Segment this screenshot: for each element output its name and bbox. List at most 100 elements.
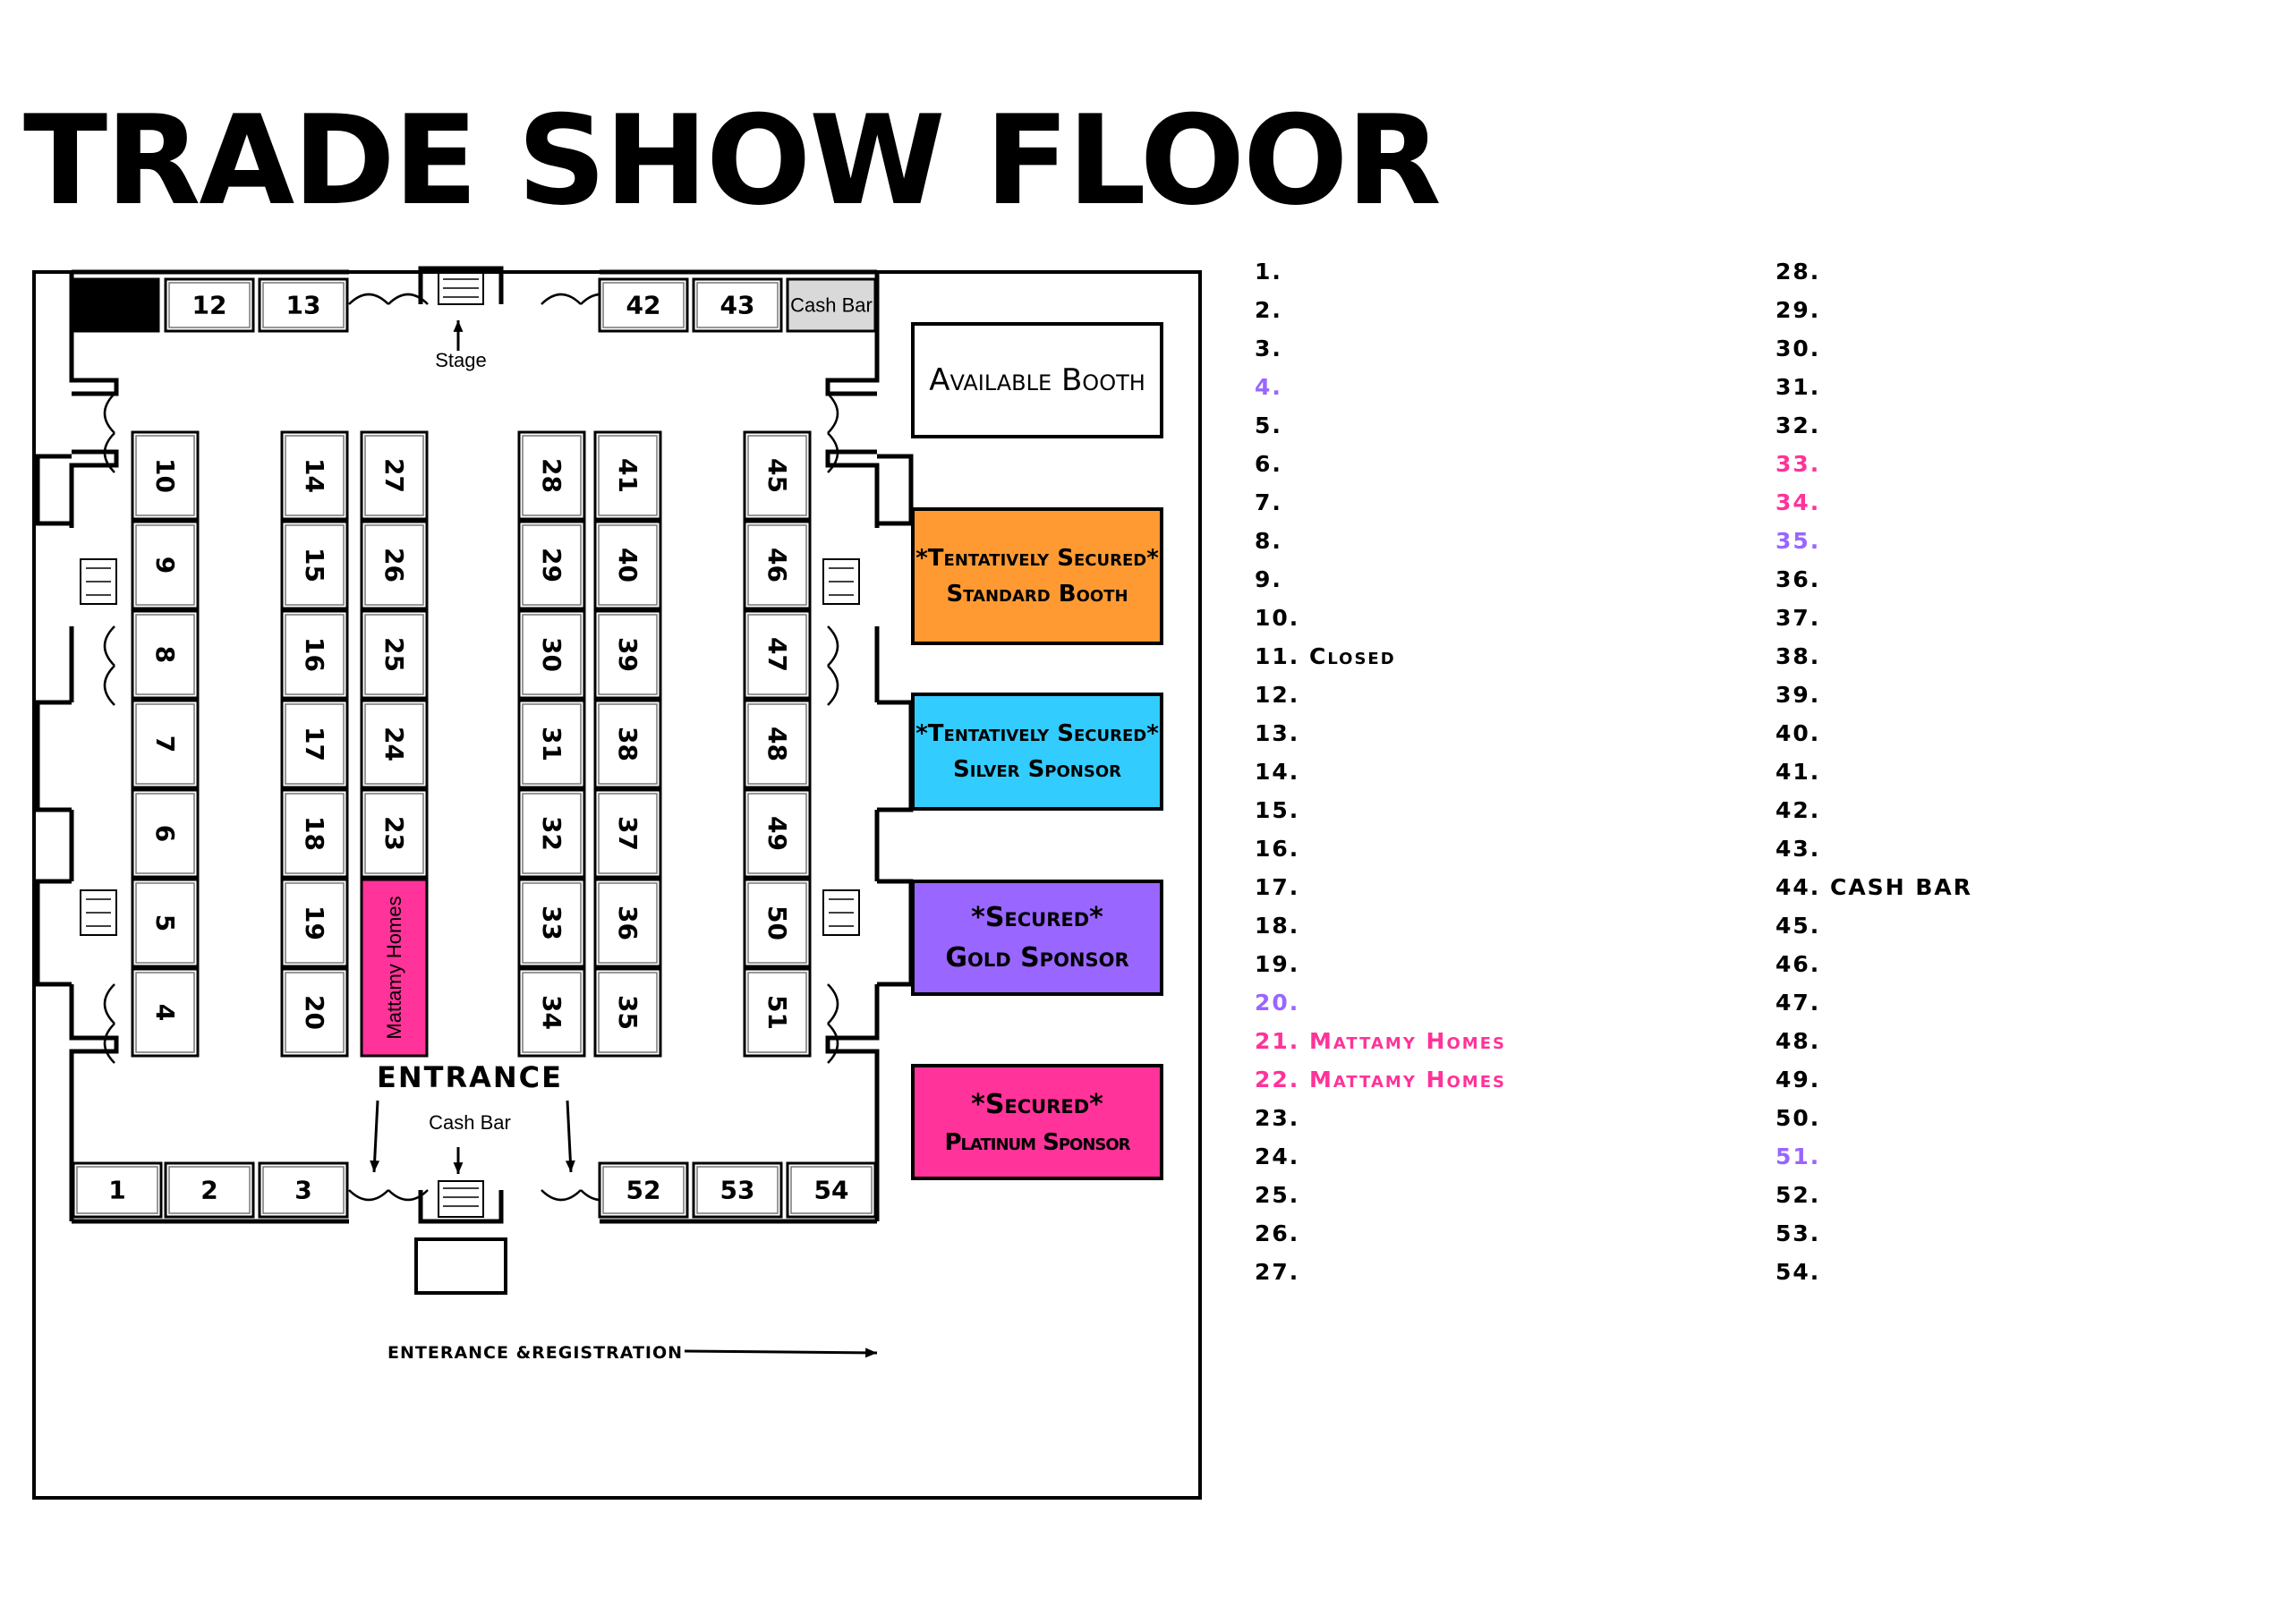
booth-42-label: 42 — [626, 291, 661, 320]
booth-15-rect — [280, 520, 349, 610]
booth-list-item: 48. — [1775, 1028, 1821, 1054]
west-annex-0 — [35, 454, 72, 526]
booth-5-label: 5 — [150, 914, 180, 931]
booth-13-rect — [258, 277, 349, 333]
booth-23: 23 — [360, 788, 429, 879]
booth-11-closed — [72, 277, 160, 333]
booth-48-label: 48 — [762, 727, 792, 761]
booth-53: 53 — [692, 1161, 783, 1219]
booth-39-rect — [593, 609, 662, 700]
booth-37-rect — [593, 788, 662, 879]
booth-10-label: 10 — [150, 458, 180, 493]
booth-3-label: 3 — [294, 1176, 311, 1205]
booth-26: 26 — [360, 520, 429, 610]
booth-53-label: 53 — [720, 1176, 755, 1205]
booth-list-item: 46. — [1775, 951, 1821, 977]
booth-28-inner — [522, 435, 582, 516]
booth-31: 31 — [517, 699, 586, 789]
booth-15: 15 — [280, 520, 349, 610]
booth-list-item: 26. — [1255, 1220, 1300, 1246]
booth-list-item: 37. — [1775, 605, 1821, 631]
booth-16-inner — [285, 614, 345, 695]
booth-14-rect — [280, 430, 349, 521]
booth-13-inner — [262, 282, 345, 328]
booth-19-rect — [280, 878, 349, 968]
booth-1-rect — [72, 1161, 163, 1219]
booth-26-inner — [364, 524, 424, 606]
booth-5: 5 — [131, 878, 200, 968]
booth-51-inner — [747, 972, 807, 1053]
south-bar-icon-lines — [443, 1187, 479, 1207]
entrance-arrow-right-head — [565, 1160, 575, 1172]
booth-50-label: 50 — [762, 906, 792, 940]
booth-40: 40 — [593, 520, 662, 610]
booth-10-rect — [131, 430, 200, 521]
booth-3-rect — [258, 1161, 349, 1219]
booth-46-label: 46 — [762, 548, 792, 582]
booth-list-item: 31. — [1775, 374, 1821, 400]
booth-38-rect — [593, 699, 662, 789]
door-west-2 — [103, 625, 115, 706]
registration-label: ENTERANCE &REGISTRATION — [387, 1343, 683, 1363]
booth-list-item: 30. — [1775, 336, 1821, 361]
booth-12-label: 12 — [192, 291, 227, 320]
east-wall — [825, 272, 880, 1221]
booth-38-inner — [598, 703, 658, 785]
booth-list-item: 38. — [1775, 643, 1821, 669]
door-east-3 — [827, 983, 839, 1064]
south-bar-icon — [438, 1180, 484, 1218]
booth-list-item: 19. — [1255, 951, 1300, 977]
door-west-1 — [103, 393, 115, 473]
booth-10: 10 — [131, 430, 200, 521]
booth-23-rect — [360, 788, 429, 879]
registration-arrow — [684, 1349, 878, 1355]
booth-26-rect — [360, 520, 429, 610]
booth-37: 37 — [593, 788, 662, 879]
booth-1: 1 — [72, 1161, 163, 1219]
booth-41-inner — [598, 435, 658, 516]
booth-36-rect — [593, 878, 662, 968]
booth-32: 32 — [517, 788, 586, 879]
booth-23-label: 23 — [379, 816, 409, 851]
booth-42: 42 — [598, 277, 689, 333]
entrance-arrow-left — [372, 1100, 379, 1173]
booth-6-label: 6 — [150, 825, 180, 842]
side-bar-icon-lines-3 — [829, 898, 854, 927]
booth-34: 34 — [517, 967, 586, 1058]
booth-15-inner — [285, 524, 345, 606]
stage-block — [418, 266, 504, 304]
booth-39-inner — [598, 614, 658, 695]
legend-platinum-line2: Platinum Sponsor — [944, 1128, 1130, 1156]
booth-2-label: 2 — [200, 1176, 217, 1205]
door-east-2 — [827, 625, 839, 706]
booth-30-rect — [517, 609, 586, 700]
booth-32-rect — [517, 788, 586, 879]
booth-43-rect — [692, 277, 783, 333]
booth-list-item: 27. — [1255, 1259, 1300, 1285]
booth-29-inner — [522, 524, 582, 606]
booth-24-label: 24 — [379, 727, 409, 761]
legend-silver-line2: Silver Sponsor — [953, 756, 1121, 783]
door-west-3 — [103, 983, 115, 1064]
booth-40-inner — [598, 524, 658, 606]
booth-3: 3 — [258, 1161, 349, 1219]
booth-52-label: 52 — [626, 1176, 661, 1205]
booth-47-inner — [747, 614, 807, 695]
booth-4-label: 4 — [150, 1004, 180, 1021]
booth-36-inner — [598, 882, 658, 964]
booth-list-item: 18. — [1255, 913, 1300, 939]
booth-46: 46 — [743, 520, 812, 610]
booth-15-label: 15 — [300, 548, 329, 582]
cash-bar-arrow-head — [453, 1162, 464, 1174]
booth-37-label: 37 — [613, 816, 643, 851]
booth-list-item: 40. — [1775, 720, 1821, 746]
entrance-arrow-left-head — [370, 1160, 380, 1172]
booth-14-label: 14 — [300, 458, 329, 493]
legend-available: Available Booth — [911, 322, 1163, 438]
booth-list-item: 39. — [1775, 682, 1821, 708]
booth-list-item: 28. — [1775, 259, 1821, 285]
booth-4-inner — [135, 972, 195, 1053]
